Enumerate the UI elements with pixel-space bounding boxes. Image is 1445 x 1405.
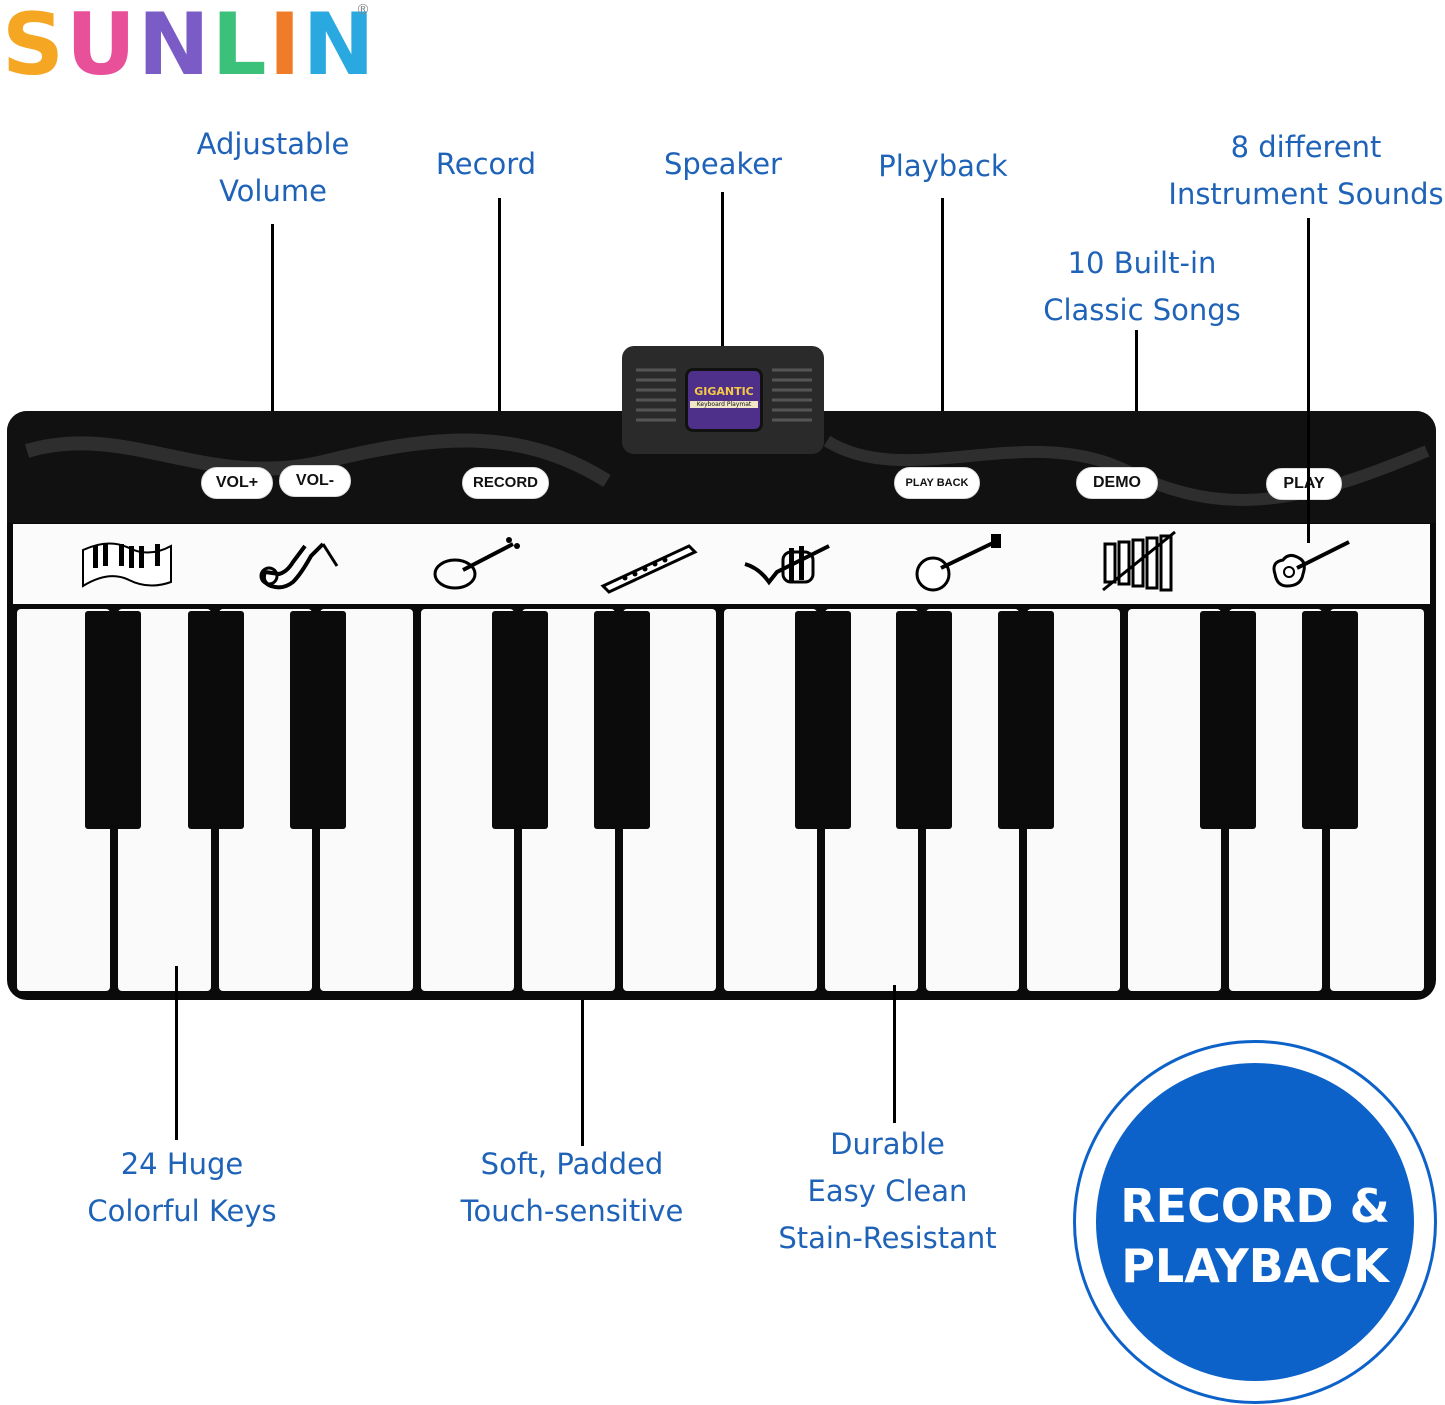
callout-instruments-line1: 8 different bbox=[1230, 130, 1382, 164]
callout-padded: Soft, Padded Touch-sensitive bbox=[441, 1141, 703, 1235]
callout-durable-line1: Durable bbox=[830, 1127, 945, 1161]
clarinet-icon[interactable] bbox=[599, 534, 699, 594]
guitar-icon[interactable] bbox=[1267, 532, 1359, 592]
callout-keys-line1: 24 Huge bbox=[120, 1147, 244, 1181]
play-button[interactable]: PLAY bbox=[1266, 468, 1342, 500]
registered-mark: ® bbox=[356, 2, 370, 18]
speaker-module: GIGANTIC Keyboard Playmat bbox=[622, 346, 824, 454]
callout-volume-line1: Adjustable bbox=[196, 127, 350, 161]
callout-playback: Playback bbox=[878, 149, 1008, 183]
leader-line-speaker bbox=[721, 192, 724, 348]
callout-songs-line2: Classic Songs bbox=[1043, 293, 1241, 327]
logo-letter-l: L bbox=[211, 0, 269, 95]
callout-durable-line2: Easy Clean bbox=[807, 1174, 968, 1208]
saxophone-icon[interactable] bbox=[253, 536, 343, 592]
callout-keys: 24 Huge Colorful Keys bbox=[62, 1141, 302, 1235]
speaker-grille-left bbox=[636, 368, 676, 422]
logo-letter-u: U bbox=[65, 0, 138, 95]
callout-durable: Durable Easy Clean Stain-Resistant bbox=[760, 1121, 1015, 1262]
brand-logo: SUNLIN bbox=[2, 0, 377, 90]
trumpet-icon[interactable] bbox=[739, 532, 839, 592]
vol-up-button[interactable]: VOL+ bbox=[201, 467, 273, 499]
leader-line-record bbox=[498, 198, 501, 454]
leader-line-durable bbox=[893, 985, 896, 1123]
callout-speaker: Speaker bbox=[664, 147, 782, 181]
logo-letter-n2: N bbox=[302, 0, 377, 95]
badge-line2: PLAYBACK bbox=[1121, 1239, 1389, 1293]
badge-line1: RECORD & bbox=[1120, 1179, 1390, 1233]
leader-line-songs bbox=[1135, 330, 1138, 462]
instrument-band bbox=[13, 524, 1430, 604]
callout-keys-line2: Colorful Keys bbox=[87, 1194, 277, 1228]
badge-circle: RECORD & PLAYBACK bbox=[1096, 1063, 1414, 1381]
piano-mat: VOL+ VOL- RECORD PLAY BACK DEMO PLAY bbox=[7, 411, 1436, 1000]
logo-letter-i: I bbox=[268, 0, 303, 95]
black-key[interactable] bbox=[1302, 611, 1358, 829]
banjo-icon[interactable] bbox=[911, 532, 1011, 594]
speaker-screen: GIGANTIC Keyboard Playmat bbox=[685, 368, 763, 432]
leader-line-volume bbox=[271, 224, 274, 454]
logo-letter-s: S bbox=[2, 0, 66, 95]
callout-padded-line1: Soft, Padded bbox=[480, 1147, 664, 1181]
black-key[interactable] bbox=[492, 611, 548, 829]
callout-songs-line1: 10 Built-in bbox=[1067, 246, 1217, 280]
black-key[interactable] bbox=[188, 611, 244, 829]
black-key[interactable] bbox=[594, 611, 650, 829]
leader-line-padded bbox=[581, 1000, 584, 1146]
callout-volume-line2: Volume bbox=[219, 174, 327, 208]
leader-line-instruments bbox=[1307, 218, 1310, 543]
black-key[interactable] bbox=[1200, 611, 1256, 829]
callout-record: Record bbox=[435, 147, 537, 181]
black-key[interactable] bbox=[998, 611, 1054, 829]
speaker-grille-right bbox=[772, 368, 812, 422]
screen-subtitle: Keyboard Playmat bbox=[690, 401, 758, 408]
demo-button[interactable]: DEMO bbox=[1076, 467, 1158, 499]
callout-instruments-line2: Instrument Sounds bbox=[1168, 177, 1444, 211]
play-back-button[interactable]: PLAY BACK bbox=[894, 467, 980, 499]
callout-padded-line2: Touch-sensitive bbox=[460, 1194, 684, 1228]
xylophone-icon[interactable] bbox=[1099, 530, 1183, 596]
leader-line-keys bbox=[175, 966, 178, 1140]
piano-icon[interactable] bbox=[79, 536, 175, 592]
leader-line-playback bbox=[941, 198, 944, 460]
logo-letter-n: N bbox=[137, 0, 212, 95]
callout-songs: 10 Built-in Classic Songs bbox=[1036, 240, 1248, 334]
callout-durable-line3: Stain-Resistant bbox=[778, 1221, 997, 1255]
black-key[interactable] bbox=[795, 611, 851, 829]
black-key[interactable] bbox=[896, 611, 952, 829]
callout-volume: Adjustable Volume bbox=[183, 121, 363, 215]
black-key[interactable] bbox=[85, 611, 141, 829]
record-playback-badge: RECORD & PLAYBACK bbox=[1073, 1040, 1437, 1404]
record-button[interactable]: RECORD bbox=[462, 467, 549, 499]
vol-down-button[interactable]: VOL- bbox=[279, 465, 351, 497]
black-key[interactable] bbox=[290, 611, 346, 829]
callout-instruments: 8 different Instrument Sounds bbox=[1168, 124, 1444, 218]
screen-title: GIGANTIC bbox=[694, 385, 754, 398]
violin-icon[interactable] bbox=[427, 534, 523, 594]
